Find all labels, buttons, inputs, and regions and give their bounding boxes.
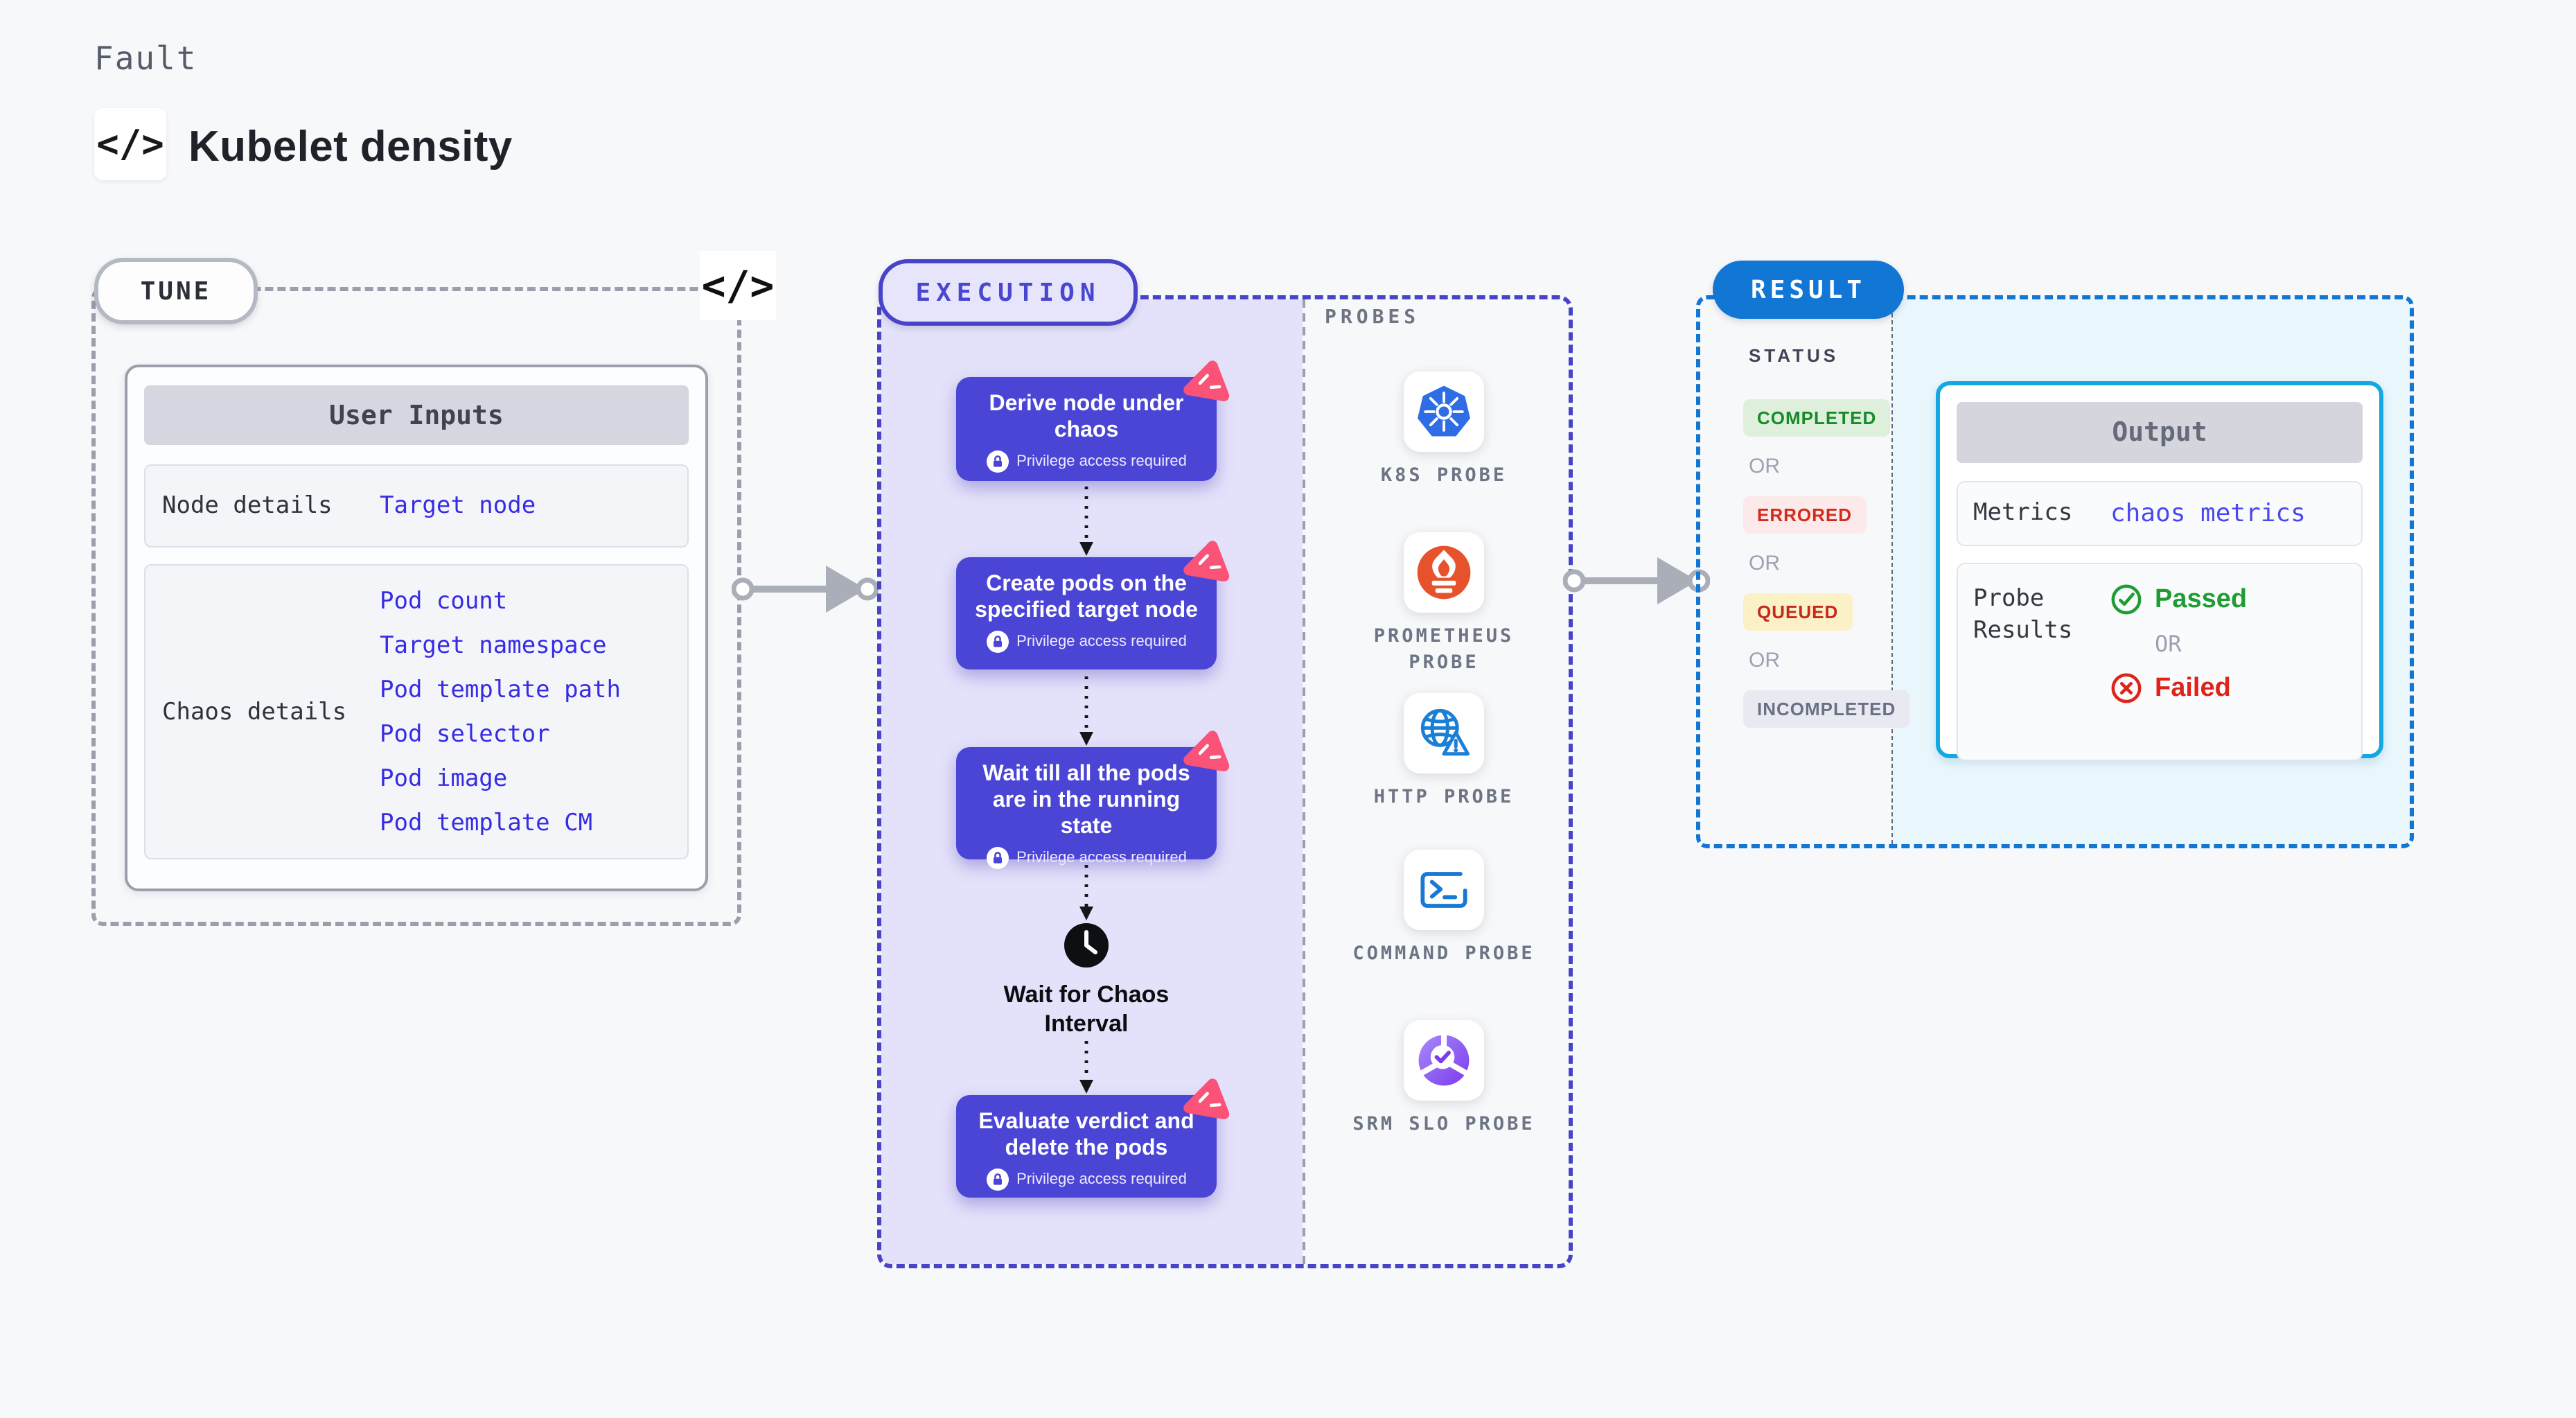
node-details-label: Node details xyxy=(162,492,333,520)
chaos-experiment-icon xyxy=(1183,730,1230,771)
execution-pill: EXECUTION xyxy=(879,259,1138,326)
status-divider xyxy=(1891,299,1893,844)
link-chaos-metrics[interactable]: chaos metrics xyxy=(2110,499,2306,528)
chaos-details-row: Chaos details Pod count Target namespace… xyxy=(144,564,689,859)
srm-slo-icon xyxy=(1404,1020,1484,1101)
lock-icon xyxy=(986,631,1009,653)
probe-label: HTTP PROBE xyxy=(1373,786,1515,808)
step-derive-node: Derive node under chaos Privilege access… xyxy=(956,360,1230,481)
clock-icon xyxy=(1064,923,1109,968)
result-section-box xyxy=(1696,295,2414,848)
link-pod-count[interactable]: Pod count xyxy=(380,587,508,615)
verdict-passed: Passed xyxy=(2110,584,2247,615)
tune-pill: TUNE xyxy=(94,258,258,324)
fault-eyebrow: Fault xyxy=(94,42,197,78)
status-badge-errored: ERRORED xyxy=(1743,496,1867,534)
link-pod-image[interactable]: Pod image xyxy=(380,764,508,792)
probes-divider xyxy=(1303,299,1305,1264)
flow-arrow-icon xyxy=(732,566,879,613)
privilege-note: Privilege access required xyxy=(1016,1171,1187,1188)
chaos-experiment-icon xyxy=(1183,1078,1230,1119)
probe-results-row: Probe Results Passed OR Failed xyxy=(1957,563,2363,761)
probe-http: HTTP PROBE xyxy=(1336,693,1552,811)
verdict-column: Passed OR Failed xyxy=(2110,584,2247,704)
probe-prometheus: PROMETHEUS PROBE xyxy=(1336,532,1552,676)
step-connector-icon xyxy=(1079,676,1093,746)
code-icon-glyph: </> xyxy=(96,123,164,166)
x-circle-icon xyxy=(2111,673,2142,703)
kubernetes-icon xyxy=(1404,371,1484,452)
privilege-note: Privilege access required xyxy=(1016,850,1187,866)
step-title: Evaluate verdict and delete the pods xyxy=(978,1110,1194,1160)
flow-arrow-icon xyxy=(1563,557,1710,604)
tune-code-icon-glyph: </> xyxy=(701,262,775,309)
http-globe-icon xyxy=(1404,693,1484,773)
link-pod-template-path[interactable]: Pod template path xyxy=(380,676,621,703)
status-badge-queued: QUEUED xyxy=(1743,593,1853,631)
probe-results-label: Probe Results xyxy=(1973,585,2073,645)
link-target-namespace[interactable]: Target namespace xyxy=(380,631,607,659)
code-icon: </> xyxy=(94,108,166,180)
link-pod-selector[interactable]: Pod selector xyxy=(380,720,550,748)
probe-label: K8S PROBE xyxy=(1380,464,1508,487)
step-wait-pods-running: Wait till all the pods are in the runnin… xyxy=(956,730,1230,869)
verdict-failed: Failed xyxy=(2110,672,2247,704)
step-create-pods: Create pods on the specified target node… xyxy=(956,541,1230,669)
node-details-row: Node details Target node xyxy=(144,464,689,548)
wait-chaos-interval-label: Wait for Chaos Interval xyxy=(1003,981,1170,1037)
chaos-experiment-icon xyxy=(1183,360,1230,401)
probes-label: PROBES xyxy=(1325,306,1420,329)
page-title: Kubelet density xyxy=(188,122,513,170)
passed-text: Passed xyxy=(2155,584,2248,613)
check-circle-icon xyxy=(2111,584,2142,615)
step-title: Derive node under chaos xyxy=(989,392,1184,442)
probe-srm-slo: SRM SLO PROBE xyxy=(1336,1020,1552,1138)
metrics-row: Metrics chaos metrics xyxy=(1957,481,2363,546)
status-badge-completed: COMPLETED xyxy=(1743,399,1891,437)
step-evaluate-verdict: Evaluate verdict and delete the pods Pri… xyxy=(956,1078,1230,1198)
status-badge-incompleted: INCOMPLETED xyxy=(1743,690,1910,728)
step-title: Wait till all the pods are in the runnin… xyxy=(982,762,1190,839)
prometheus-icon xyxy=(1404,532,1484,613)
metrics-label: Metrics xyxy=(1973,499,2073,527)
terminal-icon xyxy=(1404,850,1484,930)
or-separator: OR xyxy=(1749,552,1780,575)
user-inputs-card: User Inputs Node details Target node Cha… xyxy=(125,365,708,891)
result-pill: RESULT xyxy=(1713,261,1904,319)
link-pod-template-cm[interactable]: Pod template CM xyxy=(380,809,593,837)
lock-icon xyxy=(986,450,1009,473)
status-list: COMPLETED OR ERRORED OR QUEUED OR INCOMP… xyxy=(1743,399,1910,728)
output-card: Output Metrics chaos metrics Probe Resul… xyxy=(1936,381,2383,761)
or-separator: OR xyxy=(2155,631,2182,657)
node-details-links: Target node xyxy=(380,492,536,520)
link-target-node[interactable]: Target node xyxy=(380,492,536,520)
failed-text: Failed xyxy=(2155,673,2231,702)
privilege-note: Privilege access required xyxy=(1016,633,1187,650)
chaos-experiment-icon xyxy=(1183,541,1230,581)
or-separator: OR xyxy=(1749,649,1780,672)
output-header: Output xyxy=(1957,402,2363,463)
user-inputs-header: User Inputs xyxy=(144,385,689,445)
chaos-details-label: Chaos details xyxy=(162,698,347,726)
probe-command: COMMAND PROBE xyxy=(1336,850,1552,968)
probe-label: SRM SLO PROBE xyxy=(1352,1113,1535,1135)
step-connector-icon xyxy=(1079,865,1093,920)
execution-section-box xyxy=(877,295,1573,1268)
privilege-note: Privilege access required xyxy=(1016,453,1187,470)
chaos-details-links: Pod count Target namespace Pod template … xyxy=(380,587,621,837)
step-connector-icon xyxy=(1079,1041,1093,1094)
tune-code-icon: </> xyxy=(700,251,776,320)
tune-section-box xyxy=(91,287,741,926)
probe-label: COMMAND PROBE xyxy=(1352,943,1535,965)
probe-label: PROMETHEUS PROBE xyxy=(1373,625,1515,674)
step-title: Create pods on the specified target node xyxy=(975,572,1198,622)
probe-k8s: K8S PROBE xyxy=(1336,371,1552,489)
step-connector-icon xyxy=(1079,487,1093,556)
lock-icon xyxy=(986,1168,1009,1191)
status-label: STATUS xyxy=(1749,345,1840,366)
lock-icon xyxy=(986,847,1009,869)
or-separator: OR xyxy=(1749,455,1780,478)
